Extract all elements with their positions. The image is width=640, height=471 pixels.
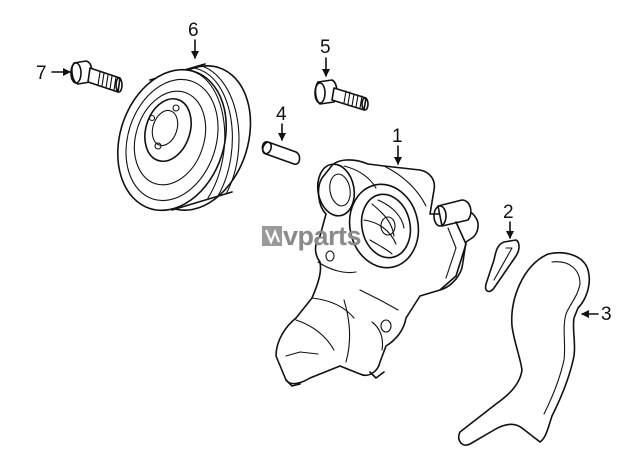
callout-1[interactable]: 1 bbox=[392, 126, 403, 147]
pump-bolt-part-5[interactable] bbox=[314, 79, 369, 111]
water-pump-part-1[interactable] bbox=[275, 159, 479, 387]
leader-lines bbox=[51, 39, 599, 318]
callout-5[interactable]: 5 bbox=[320, 37, 331, 58]
callout-3[interactable]: 3 bbox=[601, 304, 612, 325]
watermark-badge-icon bbox=[262, 226, 282, 246]
pulley-bolt-part-7[interactable] bbox=[70, 60, 123, 93]
gasket-part-3[interactable] bbox=[457, 252, 591, 446]
callout-6[interactable]: 6 bbox=[188, 20, 199, 41]
callout-4[interactable]: 4 bbox=[276, 104, 287, 125]
callout-2[interactable]: 2 bbox=[503, 202, 514, 223]
callout-7[interactable]: 7 bbox=[36, 63, 47, 84]
watermark-logo: vparts bbox=[262, 221, 362, 251]
watermark-text: vparts bbox=[283, 221, 361, 251]
pulley-part-6[interactable] bbox=[100, 52, 268, 225]
gasket-part-2[interactable] bbox=[484, 239, 520, 293]
callout-labels: 6 5 4 1 2 3 7 bbox=[36, 20, 612, 325]
dowel-pin-part-4[interactable] bbox=[261, 141, 301, 165]
